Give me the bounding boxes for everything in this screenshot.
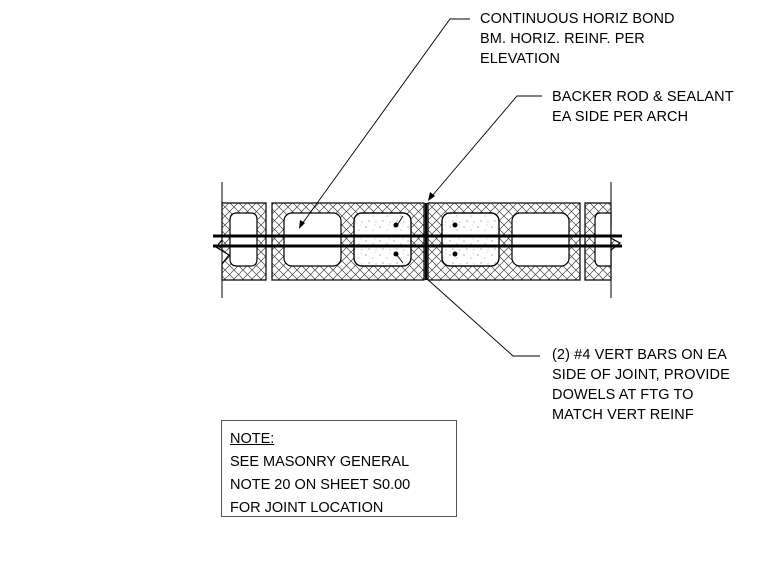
callout-vert-bars: (2) #4 VERT BARS ON EA SIDE OF JOINT, PR… [552, 345, 730, 425]
callout-bond-beam-line-3: ELEVATION [480, 51, 561, 67]
note-title: NOTE: [230, 431, 275, 447]
callout-bond-beam-line-1: CONTINUOUS HORIZ BOND [480, 11, 675, 27]
horiz-bond-beam-reinforcement [213, 234, 622, 248]
leader-backer-rod [428, 95, 542, 201]
callout-vert-bars-line-2: SIDE OF JOINT, PROVIDE [552, 367, 730, 383]
note-line-2: NOTE 20 ON SHEET S0.00 [230, 477, 411, 493]
leader-bond-beam [299, 18, 470, 229]
note-line-3: FOR JOINT LOCATION [230, 500, 384, 516]
callout-vert-bars-line-3: DOWELS AT FTG TO [552, 387, 694, 403]
callout-bond-beam-line-2: BM. HORIZ. REINF. PER [480, 31, 645, 47]
callout-vert-bars-line-1: (2) #4 VERT BARS ON EA [552, 347, 727, 363]
partial-block-right [584, 202, 622, 281]
callout-backer-rod-line-2: EA SIDE PER ARCH [552, 109, 689, 125]
grouted-cell-right [441, 212, 500, 267]
callout-vert-bars-line-4: MATCH VERT REINF [552, 407, 694, 423]
note-box: NOTE: SEE MASONRY GENERAL NOTE 20 ON SHE… [221, 420, 457, 517]
leader-vert-bars [395, 215, 540, 357]
callout-backer-rod: BACKER ROD & SEALANT EA SIDE PER ARCH [552, 87, 734, 127]
callout-bond-beam: CONTINUOUS HORIZ BOND BM. HORIZ. REINF. … [480, 9, 675, 69]
partial-block-left [215, 202, 267, 281]
cmu-block-left [271, 202, 425, 281]
note-line-1: SEE MASONRY GENERAL [230, 454, 410, 470]
callout-backer-rod-line-1: BACKER ROD & SEALANT [552, 89, 734, 105]
cmu-block-right [427, 202, 581, 281]
grouted-cell-left [353, 212, 412, 267]
